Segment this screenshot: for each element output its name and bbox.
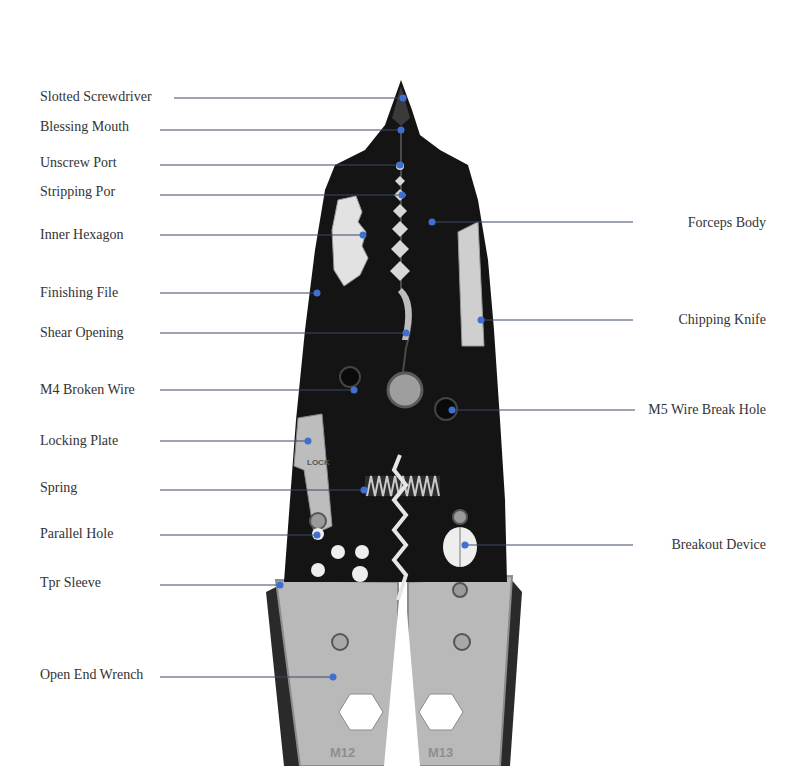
shear-opening	[398, 288, 412, 340]
part-label: Unscrew Port	[40, 154, 117, 172]
part-label: Tpr Sleeve	[40, 574, 101, 592]
breakout-hole	[443, 527, 477, 567]
inner-hexagon	[332, 196, 368, 286]
leader-dot	[397, 162, 404, 169]
part-label: Parallel Hole	[40, 525, 113, 543]
leader-line	[160, 490, 364, 491]
open-end-wrench	[419, 694, 463, 730]
leader-line	[432, 222, 633, 223]
part-label: Breakout Device	[672, 536, 766, 554]
leader-line	[174, 98, 403, 99]
parallel-hole	[312, 528, 324, 540]
strip-hole	[393, 204, 407, 218]
parallel-hole	[311, 563, 325, 577]
leader-dot	[361, 487, 368, 494]
strip-hole	[390, 261, 410, 281]
plate-screw	[310, 513, 326, 529]
leader-line	[481, 320, 633, 321]
part-label: Chipping Knife	[679, 311, 767, 329]
part-label: Locking Plate	[40, 432, 118, 450]
leader-line	[160, 390, 354, 391]
leader-dot	[462, 542, 469, 549]
engraved-text: M12	[330, 744, 355, 761]
part-label: Finishing File	[40, 284, 118, 302]
part-label: Spring	[40, 479, 77, 497]
screwdriver-tip	[392, 86, 410, 126]
parallel-hole	[352, 566, 368, 582]
breakout-screw	[453, 583, 467, 597]
leader-line	[160, 535, 317, 536]
leader-dot	[351, 387, 358, 394]
breakout-split	[460, 527, 461, 567]
part-label: Blessing Mouth	[40, 118, 129, 136]
part-label: Forceps Body	[688, 214, 766, 232]
leader-line	[465, 545, 633, 546]
m5-hole	[435, 398, 457, 420]
tpr-sleeve	[408, 576, 512, 766]
part-label: M4 Broken Wire	[40, 381, 135, 399]
leader-dot	[360, 232, 367, 239]
leader-dot	[314, 290, 321, 297]
leader-dot	[429, 219, 436, 226]
strip-hole	[392, 221, 408, 237]
part-label: Slotted Screwdriver	[40, 88, 152, 106]
leader-dot	[399, 192, 406, 199]
part-label: Inner Hexagon	[40, 226, 124, 244]
leader-dot	[478, 317, 485, 324]
parallel-hole	[355, 545, 369, 559]
leader-dot	[277, 582, 284, 589]
pivot-bolt	[388, 373, 422, 407]
leader-dot	[403, 330, 410, 337]
leader-dot	[400, 95, 407, 102]
chipping-knife	[458, 222, 484, 346]
crimp-teeth	[394, 455, 406, 600]
leader-line	[160, 130, 401, 131]
tpr-sleeve	[276, 580, 398, 766]
leader-lines	[160, 98, 635, 677]
strip-hole	[395, 176, 405, 186]
leader-line	[160, 293, 317, 294]
leader-line	[160, 333, 406, 334]
open-end-wrench	[339, 694, 383, 730]
forceps-body	[284, 80, 507, 582]
leader-line	[160, 195, 402, 196]
leader-dot	[449, 407, 456, 414]
part-label: Shear Opening	[40, 324, 124, 342]
leader-dot	[398, 127, 405, 134]
leader-line	[160, 677, 333, 678]
locking-plate	[294, 414, 332, 534]
leader-dot	[330, 674, 337, 681]
leader-dots	[277, 95, 485, 681]
leader-line	[160, 165, 400, 166]
parallel-hole	[331, 545, 345, 559]
leader-line	[160, 441, 308, 442]
handle-screw	[332, 634, 348, 650]
leader-line	[452, 410, 635, 411]
part-label: M5 Wire Break Hole	[648, 401, 766, 419]
leader-line	[160, 235, 363, 236]
leader-dot	[305, 438, 312, 445]
handle-gap	[384, 600, 420, 766]
handle-screw	[454, 634, 470, 650]
engraved-text: LOCK	[307, 457, 330, 469]
leader-dot	[314, 532, 321, 539]
strip-hole	[391, 240, 409, 258]
m4-hole	[340, 367, 360, 387]
engraved-text: M13	[428, 744, 453, 761]
leader-line	[160, 585, 280, 586]
part-label: Open End Wrench	[40, 666, 143, 684]
breakout-screw	[453, 510, 467, 524]
part-label: Stripping Por	[40, 183, 115, 201]
unscrew-port	[396, 162, 404, 170]
